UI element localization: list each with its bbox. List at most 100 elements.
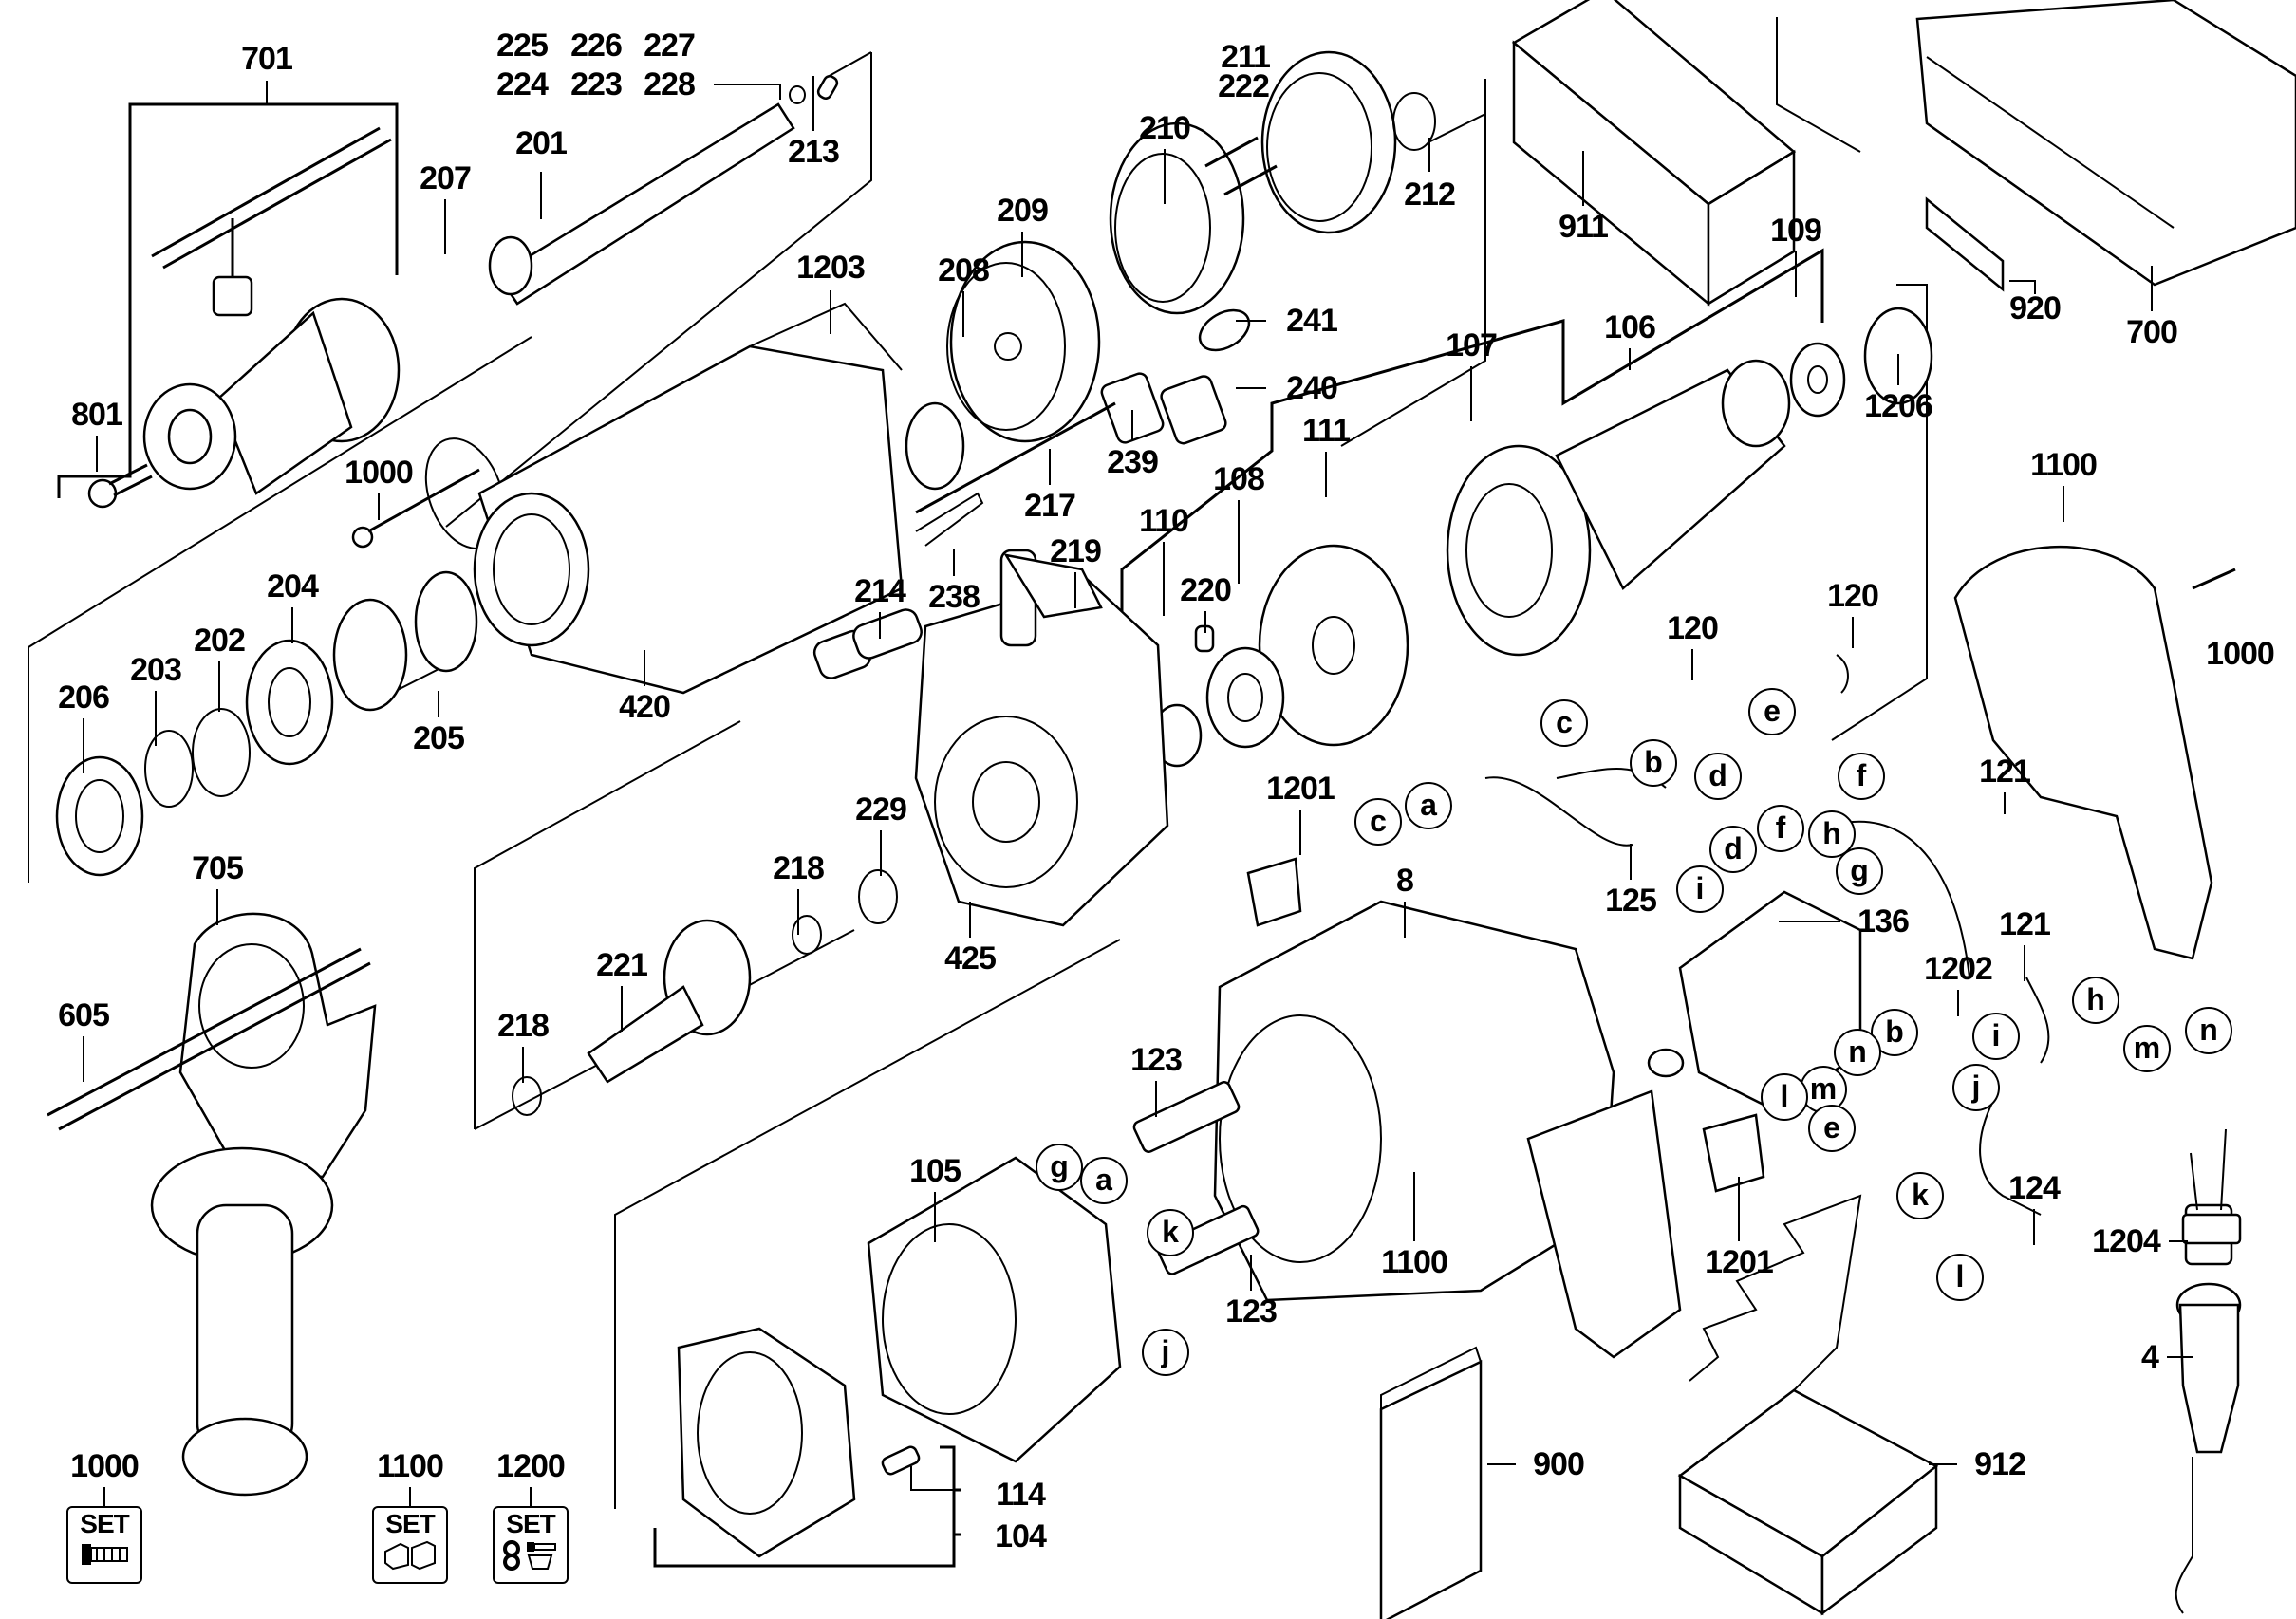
part-screw-801: [87, 463, 153, 509]
wire-connector-letter: k: [1896, 1172, 1944, 1219]
wire-connector-letter: c: [1540, 699, 1588, 747]
wire-connector-letter: a: [1080, 1157, 1128, 1204]
part-number-label: 107: [1446, 327, 1498, 363]
small-parts-icon: [503, 1540, 556, 1571]
wire-connector-letter: h: [2072, 977, 2119, 1024]
wire-connector-letter: l: [1761, 1073, 1808, 1121]
part-number-label: 121: [1999, 906, 2051, 942]
wire-connector-letter: g: [1836, 847, 1883, 895]
part-number-label: 214: [854, 573, 906, 609]
part-number-label: 136: [1857, 903, 1910, 940]
part-number-label: 206: [58, 679, 110, 716]
part-number-label: 209: [997, 193, 1049, 229]
set-badge-1100: SET: [372, 1506, 448, 1584]
part-number-label: 1203: [796, 250, 866, 286]
part-gear-209: [905, 240, 1101, 491]
part-number-label: 8: [1396, 863, 1414, 899]
part-number-label: 425: [944, 940, 997, 977]
part-number-label: 104: [995, 1518, 1047, 1554]
part-number-label: 121: [1979, 754, 2031, 790]
part-bearings-front: [55, 570, 478, 877]
part-number-label: 120: [1667, 610, 1719, 646]
wire-connector-letter: a: [1405, 782, 1452, 829]
part-chuck: [142, 297, 401, 495]
wire-connector-letter: n: [2185, 1007, 2232, 1054]
part-number-label: 106: [1604, 309, 1656, 345]
part-number-label: 225: [496, 28, 549, 64]
part-wires: [1484, 654, 2050, 1216]
part-pinion-221: [512, 869, 898, 1116]
part-number-label: 1100: [2030, 447, 2098, 483]
wire-connector-letter: e: [1748, 688, 1796, 735]
wire-connector-letter: b: [1871, 1009, 1918, 1056]
part-number-label: 700: [2126, 314, 2178, 350]
part-cord-protector-1204: [2181, 1213, 2242, 1245]
part-number-label: 1200: [496, 1448, 566, 1484]
wire-connector-letter: d: [1709, 826, 1757, 873]
part-number-label: 205: [413, 720, 465, 756]
part-number-label: 1202: [1924, 951, 1993, 987]
part-switch-136: [1246, 857, 1862, 1193]
part-number-label: 920: [2009, 290, 2062, 326]
part-number-label: 1000: [2206, 636, 2275, 672]
part-number-label: 705: [192, 850, 244, 886]
wire-connector-letter: i: [1676, 865, 1724, 913]
part-clutch-210: [1109, 121, 1245, 315]
part-number-label: 900: [1533, 1446, 1585, 1482]
part-number-label: 224: [496, 66, 549, 102]
part-number-label: 220: [1180, 572, 1232, 608]
part-screw-1000: [351, 468, 480, 549]
part-rear-handle-1100: [1953, 545, 2236, 960]
housing-halves-icon: [384, 1540, 436, 1571]
part-number-label: 114: [996, 1477, 1046, 1513]
wire-connector-letter: b: [1630, 739, 1677, 787]
part-number-label: 210: [1139, 110, 1191, 146]
wire-connector-letter: l: [1936, 1254, 1984, 1301]
part-spindle-201: [488, 75, 839, 306]
part-gear-211: [1204, 50, 1436, 234]
wire-connector-letter: i: [1972, 1013, 2020, 1060]
part-number-label: 911: [1559, 209, 1609, 245]
part-field-105: [677, 1156, 1122, 1558]
part-number-label: 109: [1770, 213, 1822, 249]
wire-connector-letter: m: [2123, 1025, 2171, 1072]
part-number-label: 605: [58, 997, 110, 1033]
part-number-label: 1100: [377, 1448, 444, 1484]
part-number-label: 222: [1218, 68, 1270, 104]
part-number-label: 211: [1221, 39, 1271, 75]
part-number-label: 228: [644, 66, 696, 102]
part-number-label: 4: [2141, 1339, 2159, 1375]
part-motor-housing-1100: [1132, 900, 1682, 1359]
part-case-700: [1915, 0, 2296, 292]
part-number-label: 111: [1302, 413, 1351, 449]
part-number-label: 208: [938, 252, 990, 288]
part-chuck-key: [151, 126, 392, 317]
part-number-label: 241: [1286, 303, 1338, 339]
part-number-label: 227: [644, 28, 696, 64]
set-badge-1000: SET: [66, 1506, 142, 1584]
part-baffle-111: [1258, 544, 1409, 747]
part-housing-425: [914, 549, 1169, 927]
part-gear-housing-420: [473, 302, 904, 695]
wire-connector-letter: g: [1036, 1144, 1083, 1191]
part-carton-912: [1677, 1194, 1939, 1616]
part-spring-clip-238: [915, 492, 984, 547]
part-number-label: 105: [909, 1153, 961, 1189]
wire-connector-letter: n: [1834, 1029, 1881, 1076]
wire-connector-letter: j: [1952, 1064, 2000, 1111]
part-number-label: 110: [1139, 503, 1189, 539]
part-number-label: 219: [1050, 533, 1102, 569]
wire-connector-letter: d: [1694, 753, 1742, 800]
part-number-label: 1201: [1705, 1244, 1774, 1280]
part-number-label: 912: [1974, 1446, 2026, 1482]
part-number-label: 801: [71, 397, 123, 433]
part-number-label: 239: [1107, 444, 1159, 480]
part-number-label: 217: [1024, 488, 1076, 524]
wire-connector-letter: j: [1142, 1329, 1189, 1376]
part-manual-900: [1379, 1346, 1483, 1619]
part-number-label: 221: [596, 947, 648, 983]
part-number-label: 212: [1404, 177, 1456, 213]
part-shift-knob-214: [812, 608, 923, 679]
